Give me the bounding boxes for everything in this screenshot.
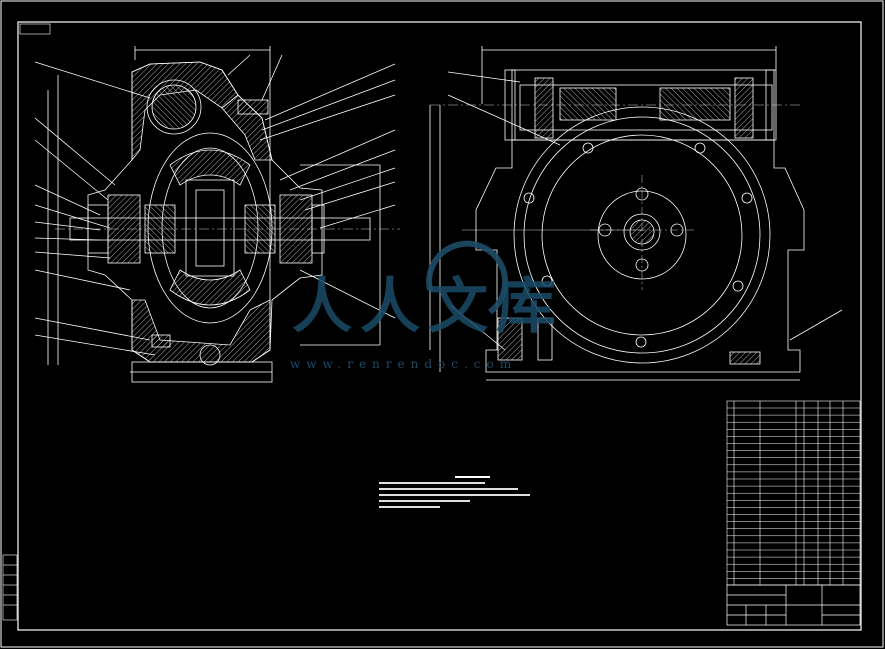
left-margin-strip [2,554,18,621]
title-block [726,584,861,626]
left-section-view [34,46,400,383]
tech-requirements [379,476,530,508]
watermark-cn: 人人文库 [292,272,564,342]
watermark-url: www.renrendoc.com [290,357,518,371]
parts-list-rows [727,407,860,579]
renrendoc-logo-icon [426,240,509,315]
right-side-view [429,46,843,381]
